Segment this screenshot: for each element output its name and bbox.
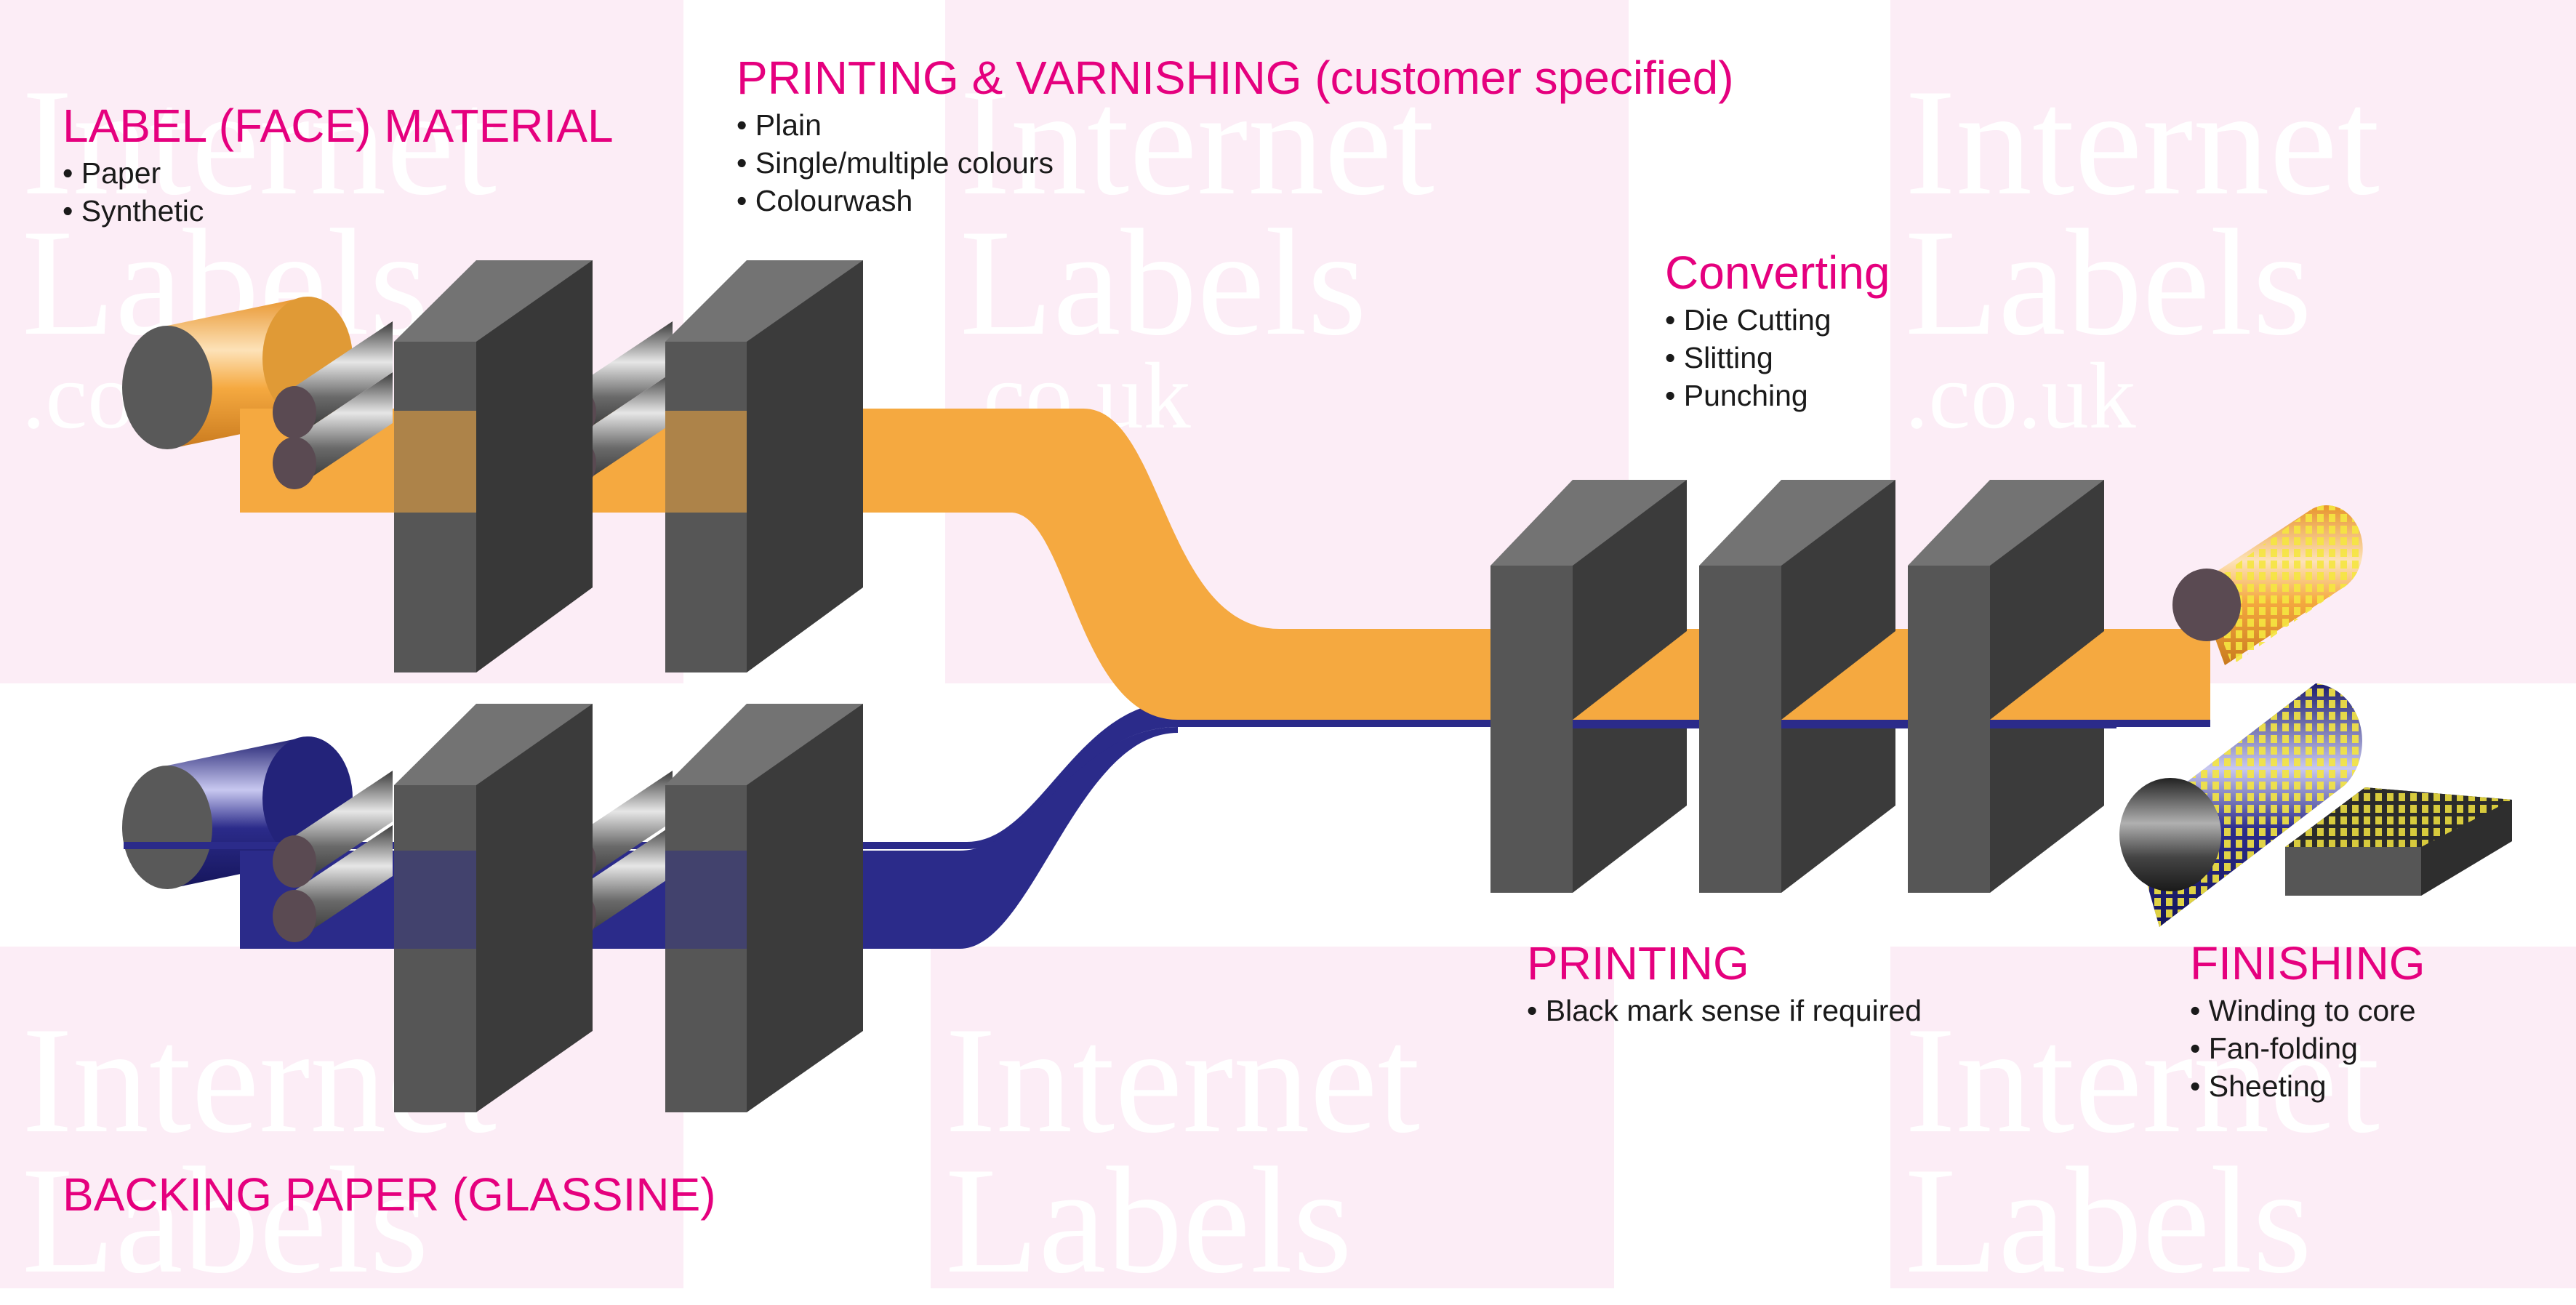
list-item: Paper [63, 154, 614, 192]
finishing-list: Winding to core Fan-folding Sheeting [2190, 992, 2425, 1105]
list-item: Sheeting [2190, 1067, 2425, 1105]
backing-paper-web [665, 851, 747, 949]
printing-station [394, 704, 593, 1112]
face-material-web [394, 411, 476, 513]
backing-paper-web [394, 851, 476, 949]
printing-varnishing-list: Plain Single/multiple colours Colourwash [737, 106, 1734, 220]
backing-paper-title: BACKING PAPER (GLASSINE) [63, 1168, 716, 1221]
printing-varnishing-title: PRINTING & VARNISHING (customer specifie… [737, 52, 1734, 104]
face-material-label: LABEL (FACE) MATERIAL Paper Synthetic [63, 100, 614, 230]
face-material-title: LABEL (FACE) MATERIAL [63, 100, 614, 152]
list-item: Colourwash [737, 182, 1734, 220]
printing-varnishing-label: PRINTING & VARNISHING (customer specifie… [737, 52, 1734, 220]
converting-label: Converting Die Cutting Slitting Punching [1665, 247, 1890, 414]
list-item: Punching [1665, 377, 1890, 414]
list-item: Black mark sense if required [1527, 992, 1922, 1029]
face-material-web [665, 411, 747, 513]
list-item: Slitting [1665, 339, 1890, 377]
finished-label-roll [2119, 683, 2362, 927]
converting-title: Converting [1665, 246, 1890, 299]
varnishing-station [665, 260, 863, 672]
finishing-label: FINISHING Winding to core Fan-folding Sh… [2190, 938, 2425, 1105]
printing-label: PRINTING Black mark sense if required [1527, 938, 1922, 1029]
list-item: Single/multiple colours [737, 144, 1734, 182]
list-item: Plain [737, 106, 1734, 144]
watermark-panel [931, 947, 1614, 1288]
list-item: Die Cutting [1665, 301, 1890, 339]
roller-pair [273, 771, 393, 942]
varnishing-station [665, 704, 863, 1112]
roller-pair [273, 321, 393, 489]
printing-title: PRINTING [1527, 937, 1749, 989]
printing-list: Black mark sense if required [1527, 992, 1922, 1029]
converting-list: Die Cutting Slitting Punching [1665, 301, 1890, 414]
fan-folded-stack [2285, 787, 2512, 896]
face-waste-roll [2172, 505, 2363, 665]
backing-paper-label: BACKING PAPER (GLASSINE) [63, 1168, 716, 1221]
finishing-title: FINISHING [2190, 937, 2425, 989]
list-item: Synthetic [63, 192, 614, 230]
list-item: Winding to core [2190, 992, 2425, 1029]
list-item: Fan-folding [2190, 1029, 2425, 1067]
face-material-list: Paper Synthetic [63, 154, 614, 230]
